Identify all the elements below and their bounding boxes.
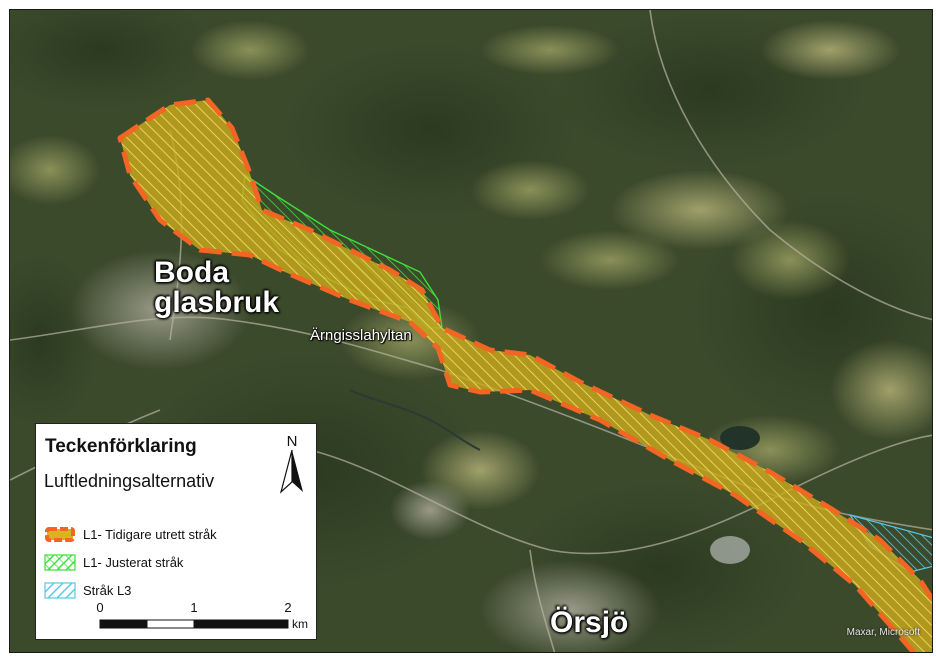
map-frame: Boda glasbruk Ärngisslahyltan Örsjö Maxa… [9,9,933,653]
legend-item-l1-justerat: L1- Justerat stråk [44,552,183,572]
place-label-arngisslahyltan: Ärngisslahyltan [310,327,412,344]
north-label: N [287,433,298,450]
place-label-boda-glasbruk: Boda glasbruk [154,256,280,319]
scale-tick-1: 1 [190,600,197,615]
scale-unit: km [292,617,308,631]
terrain-texture [10,10,932,652]
legend-item-label: L1- Tidigare utrett stråk [83,526,217,542]
swatch-l1-tidigare [45,526,75,542]
river [349,389,481,451]
scale-tick-0: 0 [96,600,103,615]
legend-title: Teckenförklaring [45,436,197,457]
legend-item-l1-tidigare: L1- Tidigare utrett stråk [44,524,217,544]
corridor-l1-tidigare[interactable] [117,97,933,653]
scale-bar: 0 1 2 km [96,600,308,631]
lake [720,426,760,450]
satellite-map[interactable] [10,10,933,653]
place-label-orsjo: Örsjö [550,606,629,639]
legend-item-label: L1- Justerat stråk [83,554,184,570]
legend-item-label: Stråk L3 [83,582,132,598]
map-attribution: Maxar, Microsoft [846,627,920,638]
scale-tick-2: 2 [284,600,291,615]
north-arrow-icon: N [279,433,303,494]
swatch-l3 [44,581,76,599]
legend-item-l3: Stråk L3 [44,580,131,600]
map-legend: Teckenförklaring Luftledningsalternativ … [35,423,317,640]
legend-subtitle: Luftledningsalternativ [44,471,215,491]
swatch-l1-justerat [44,553,76,571]
